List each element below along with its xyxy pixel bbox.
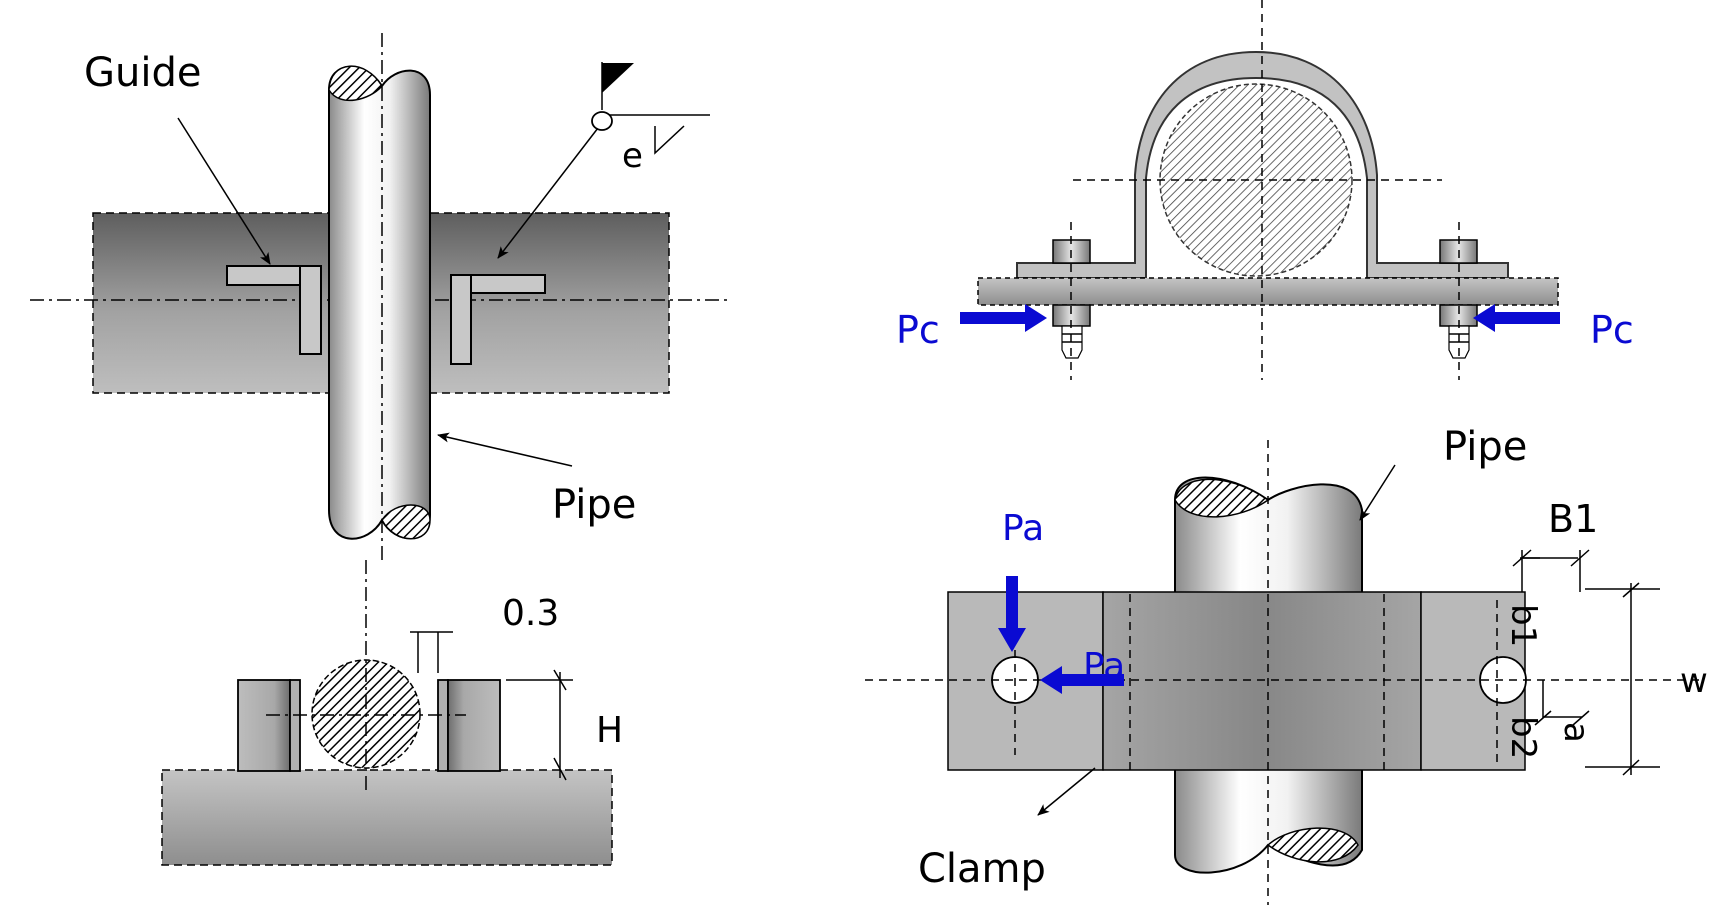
top-left-plan-view: Guide Pipe e [30,33,728,560]
weld-size-label: e [622,136,643,176]
weld-all-around-icon [591,111,613,131]
force-arrow-down-icon [998,576,1026,652]
left-bolt [1052,222,1091,380]
right-guide-angle [450,274,546,365]
height-label: H [596,710,623,751]
gap-dimension [410,631,453,673]
force-arrow-left-icon [1473,304,1560,332]
a-label: a [1556,722,1596,743]
support-beam-flange [977,277,1559,306]
u-strap-clamp [1016,50,1509,279]
pipe-leader [1359,464,1396,521]
clamp-label: Clamp [918,846,1046,892]
field-weld-flag-icon [602,63,634,93]
height-dimension [506,669,573,781]
base-plate-section [161,769,613,866]
left-guide-angle [226,265,322,355]
top-right-section-view: Pc Pc [896,0,1634,380]
pc-left-label: Pc [896,308,940,352]
pa-horizontal-label: Pa [1083,646,1125,687]
a-dimension [1534,680,1590,726]
gap-label: 0.3 [502,593,559,634]
b1-side-label: b1 [1503,604,1543,647]
left-guide-section [237,679,301,772]
fillet-weld-icon [654,125,685,155]
b1-upper-label: B1 [1548,497,1598,541]
bottom-right-plan-view: Pa Pa Clamp Pipe B1 w [865,424,1708,905]
weld-leader [497,127,599,259]
pipe [328,65,431,540]
clamp-leader [1037,767,1096,816]
w-label: w [1680,661,1708,701]
force-arrow-right-icon [960,304,1047,332]
bottom-left-elevation-view: 0.3 H [161,560,623,866]
pipe-section-bottom [1266,827,1359,863]
b1-dimension [1512,549,1590,592]
guide-label: Guide [84,50,201,96]
pipe-label: Pipe [1443,424,1527,470]
guide-leader [177,117,271,265]
w-dimension [1585,582,1660,776]
right-guide-section [437,679,501,772]
pipe-section-top [328,65,383,102]
pipe-leader [437,432,573,467]
weld-symbol-icon [591,62,710,155]
force-arrow-left-icon [1040,666,1124,694]
right-bolt [1439,222,1478,380]
clamp-body [1102,591,1422,771]
pa-vertical-label: Pa [1002,508,1044,549]
pipe-label: Pipe [552,482,636,528]
b2-label: b2 [1503,716,1543,759]
pc-right-label: Pc [1590,308,1634,352]
pipe-section-bottom [381,504,431,540]
